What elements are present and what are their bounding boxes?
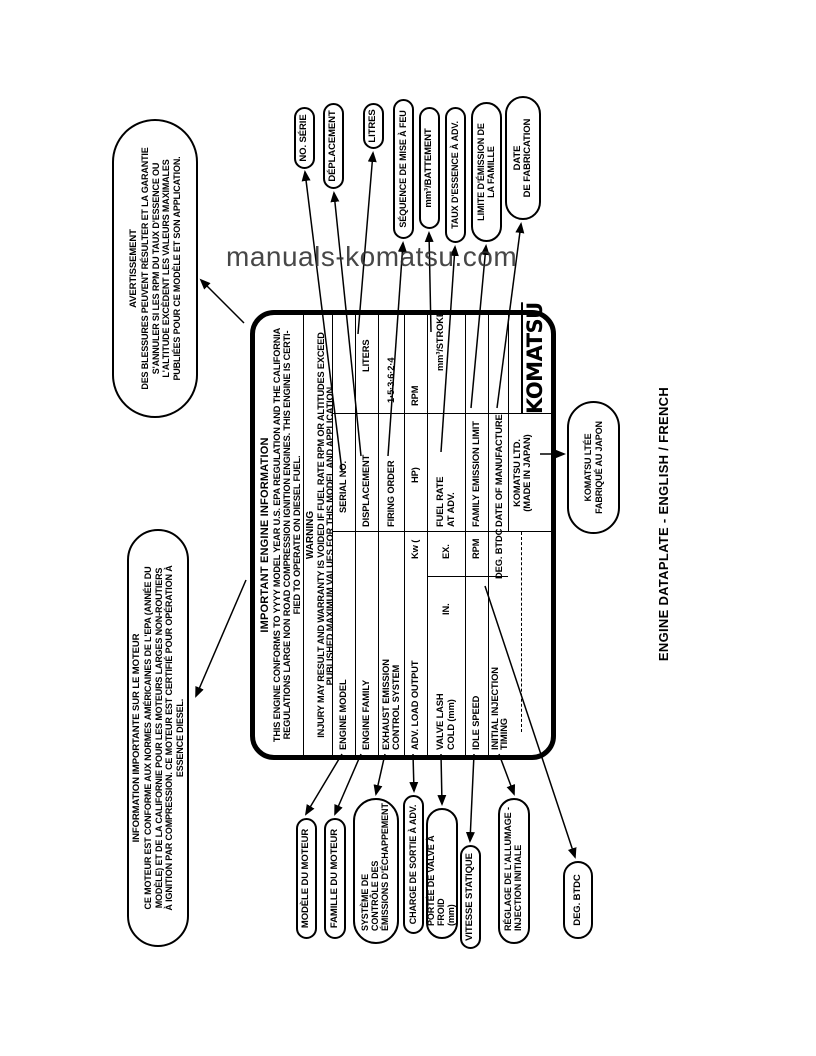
leader-valve-lash bbox=[437, 753, 447, 806]
leader-fuel-rate bbox=[440, 245, 459, 453]
leader-family-emission-limit bbox=[470, 244, 490, 409]
callout-no-serie: NO. SÉRIE bbox=[294, 107, 315, 169]
portee-lines: PORTÉE DE VALVE À FROID(mm) bbox=[426, 810, 456, 926]
callout-komatsu-ltee: KOMATSU LTÉE FABRIQUÉ AU JAPON bbox=[567, 401, 620, 534]
leader-deg-btdc bbox=[484, 585, 577, 859]
leader-idle-speed bbox=[465, 753, 475, 843]
callout-vitesse-statique: VITESSE STATIQUE bbox=[460, 845, 481, 949]
callout-deplacement: DÉPLACEMENT bbox=[323, 103, 344, 189]
page-caption: ENGINE DATAPLATE - ENGLISH / FRENCH bbox=[656, 386, 671, 662]
leader-adv-load bbox=[409, 753, 419, 793]
leader-serial-no bbox=[301, 170, 343, 472]
leader-info-moteur bbox=[195, 579, 247, 698]
leader-engine-model bbox=[304, 753, 343, 816]
callout-avertissement: AVERTISSEMENT DES BLESSURES PEUVENT RÉSU… bbox=[112, 119, 198, 418]
leader-avertissement bbox=[199, 278, 245, 324]
komatsu-ltee-line1: KOMATSU LTÉE bbox=[583, 433, 593, 502]
leader-engine-family bbox=[334, 753, 362, 816]
callout-portee-valve: PORTÉE DE VALVE À FROID(mm) bbox=[426, 808, 458, 939]
date-fabrication-line2: DE FABRICATION bbox=[522, 118, 533, 198]
watermark: manuals-komatsu.com bbox=[226, 241, 518, 272]
leader-stroke bbox=[424, 231, 434, 333]
leader-date-of-manufacture bbox=[496, 222, 525, 409]
avertissement-body: DES BLESSURES PEUVENT RÉSULTER ET LA GAR… bbox=[140, 147, 182, 390]
limite-line2: LA FAMILLE bbox=[485, 146, 496, 198]
callout-info-moteur: INFORMATION IMPORTANTE SUR LE MOTEUR CE … bbox=[127, 529, 189, 947]
callout-mm3-battement: mm³/BATTEMENT bbox=[419, 107, 440, 229]
portee-line1: PORTÉE DE VALVE À FROID bbox=[426, 835, 447, 926]
callout-reglage-allumage: RÉGLAGE DE L'ALLUMAGE -INJECTION INITIAL… bbox=[498, 798, 530, 944]
info-moteur-title: INFORMATION IMPORTANTE SUR LE MOTEUR bbox=[131, 633, 142, 843]
systeme-line3: ÉMISSIONS D'ÉCHAPPEMENT bbox=[379, 803, 390, 931]
callout-modele-moteur: MODÈLE DU MOTEUR bbox=[296, 818, 317, 939]
reglage-line2: INJECTION INITIALE bbox=[513, 844, 523, 931]
callout-charge-sortie: CHARGE DE SORTIE À ADV. bbox=[403, 795, 424, 934]
callout-famille-moteur: FAMILLE DU MOTEUR bbox=[324, 818, 346, 939]
leader-exhaust bbox=[373, 753, 386, 796]
leader-liters bbox=[357, 151, 377, 335]
avertissement-title: AVERTISSEMENT bbox=[128, 229, 139, 308]
portee-line2: (mm) bbox=[445, 904, 456, 926]
leader-firing-order bbox=[387, 241, 407, 457]
callout-taux-essence: TAUX D'ESSENCE À ADV. bbox=[445, 107, 466, 243]
komatsu-ltee-line2: FABRIQUÉ AU JAPON bbox=[593, 421, 604, 514]
callout-litres: LITRES bbox=[363, 103, 384, 149]
reglage-lines: RÉGLAGE DE L'ALLUMAGE -INJECTION INITIAL… bbox=[503, 807, 523, 931]
callout-deg-btdc: DEG. BTDC bbox=[563, 861, 593, 939]
leader-displacement bbox=[330, 191, 362, 457]
info-moteur-body: CE MOTEUR EST CONFORME AUX NORMES AMÉRIC… bbox=[143, 565, 185, 911]
leader-initial-injection bbox=[498, 753, 516, 796]
callout-sequence-mise-a-feu: SÉQUENCE DE MISE À FEU bbox=[393, 99, 414, 239]
